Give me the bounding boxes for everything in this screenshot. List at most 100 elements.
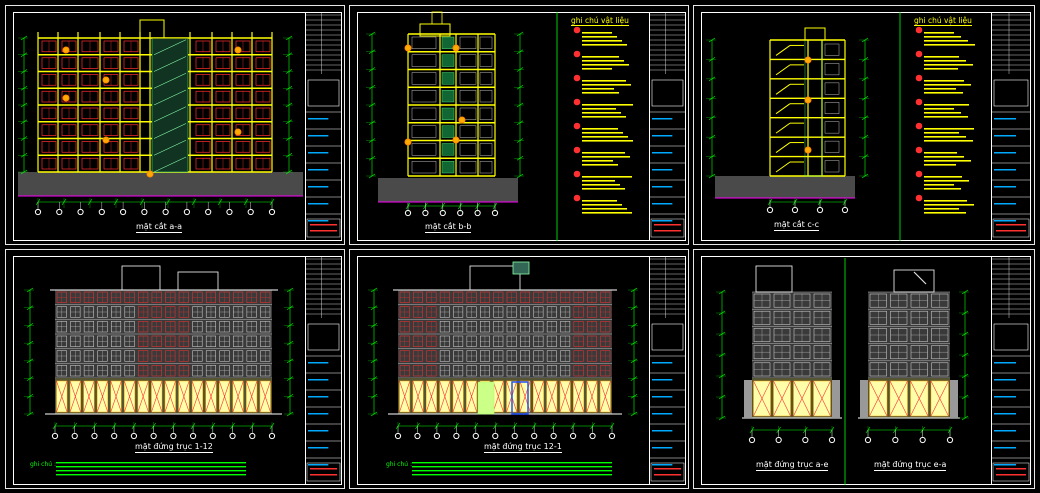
note-text	[412, 470, 612, 472]
note-text	[582, 40, 622, 42]
stair-flight	[153, 89, 187, 106]
shopfront-pattern	[930, 380, 949, 417]
entrance-glazing	[477, 381, 495, 415]
shopfront-pattern	[412, 380, 424, 413]
note-bullet	[573, 26, 581, 34]
note-text	[924, 60, 966, 62]
title-block-text	[994, 152, 1016, 154]
grid-bubble	[748, 436, 756, 444]
note-text	[582, 200, 617, 202]
shopfront-pattern	[164, 380, 176, 413]
shopfront-pattern	[586, 380, 598, 413]
stair-flight	[775, 83, 791, 95]
shopfront-pattern	[452, 380, 464, 413]
title-block-text	[652, 430, 673, 432]
stair-flight	[153, 139, 187, 156]
note-text	[924, 68, 958, 70]
level-marker	[452, 44, 460, 52]
stair-flight	[153, 123, 187, 139]
title-block-text	[994, 186, 1016, 188]
shopfront-pattern	[96, 380, 109, 413]
sheet-frame-5	[349, 249, 689, 489]
grid-bubble	[91, 432, 98, 440]
grid-bubble	[170, 432, 177, 440]
note-text	[582, 156, 630, 158]
stair-window	[441, 161, 455, 174]
note-text	[56, 462, 246, 464]
grid-bubble	[608, 432, 616, 440]
wall-opening	[824, 102, 840, 114]
side-wall	[860, 380, 868, 418]
note-text	[582, 212, 632, 214]
note-text	[412, 462, 612, 464]
note-text	[582, 32, 612, 34]
side-wall	[950, 380, 958, 418]
shopfront-pattern	[889, 380, 908, 417]
note-text	[582, 92, 619, 94]
title-block-sheet-text	[654, 474, 681, 476]
sheet-6-caption-right: mặt đứng trục e-a	[874, 460, 947, 471]
shopfront-pattern	[124, 380, 136, 413]
shopfront-pattern	[205, 380, 217, 413]
note-text	[582, 136, 628, 138]
title-block-text	[308, 379, 329, 381]
title-block-text	[308, 362, 329, 364]
title-block-logo-box	[993, 79, 1029, 107]
note-text	[924, 212, 966, 214]
entrance-door	[511, 381, 529, 415]
grid-bubble	[71, 432, 78, 440]
shopfront-pattern	[191, 380, 203, 413]
stair-window	[441, 107, 455, 120]
note-bullet	[573, 74, 581, 82]
note-text	[924, 140, 973, 142]
note-text	[924, 84, 971, 86]
title-block-text	[652, 186, 673, 188]
grid-bubble	[457, 209, 464, 217]
grid-bubble	[439, 209, 446, 217]
note-text	[924, 176, 962, 178]
note-text	[582, 56, 619, 58]
sheet-frame-3	[693, 5, 1035, 245]
wall-opening	[411, 90, 437, 103]
roof-structure	[139, 19, 165, 39]
shopfront-pattern	[813, 380, 831, 417]
note-bullet	[573, 122, 581, 130]
wall-opening	[824, 43, 840, 56]
roof-tank	[431, 11, 443, 25]
note-text	[582, 184, 620, 186]
grid-bubble	[474, 209, 481, 217]
grid-bubble	[550, 432, 557, 440]
title-block-sheet-box	[992, 462, 1030, 482]
wall-opening	[459, 54, 477, 67]
note-text	[582, 88, 614, 90]
title-block-text	[994, 362, 1016, 364]
wall-opening	[411, 36, 437, 49]
title-block-text	[308, 464, 329, 466]
note-bullet	[915, 50, 923, 58]
note-text	[924, 104, 969, 106]
grid-bubble	[531, 432, 538, 440]
roof-structure	[755, 265, 793, 293]
note-text	[582, 36, 617, 38]
grid-bubble	[34, 208, 42, 216]
note-text	[924, 160, 971, 162]
title-block-text	[308, 152, 329, 154]
note-text	[582, 116, 626, 118]
note-text	[924, 40, 968, 42]
grid-bubble	[766, 206, 774, 214]
note-text	[582, 104, 633, 106]
wall-opening	[824, 121, 840, 134]
level-marker	[458, 116, 466, 124]
title-block-sheet-text	[654, 230, 681, 232]
note-text	[582, 112, 621, 114]
sheet-2-notes-title: ghi chú vật liệu	[571, 16, 629, 26]
note-bullet	[915, 122, 923, 130]
note-text	[582, 188, 625, 190]
title-block-sheet-text	[654, 468, 681, 470]
title-block-sheet-text	[996, 230, 1026, 232]
grid-bubble	[414, 432, 421, 440]
level-marker	[804, 56, 812, 64]
shopfront-pattern	[399, 380, 411, 413]
shopfront-pattern	[56, 380, 68, 413]
